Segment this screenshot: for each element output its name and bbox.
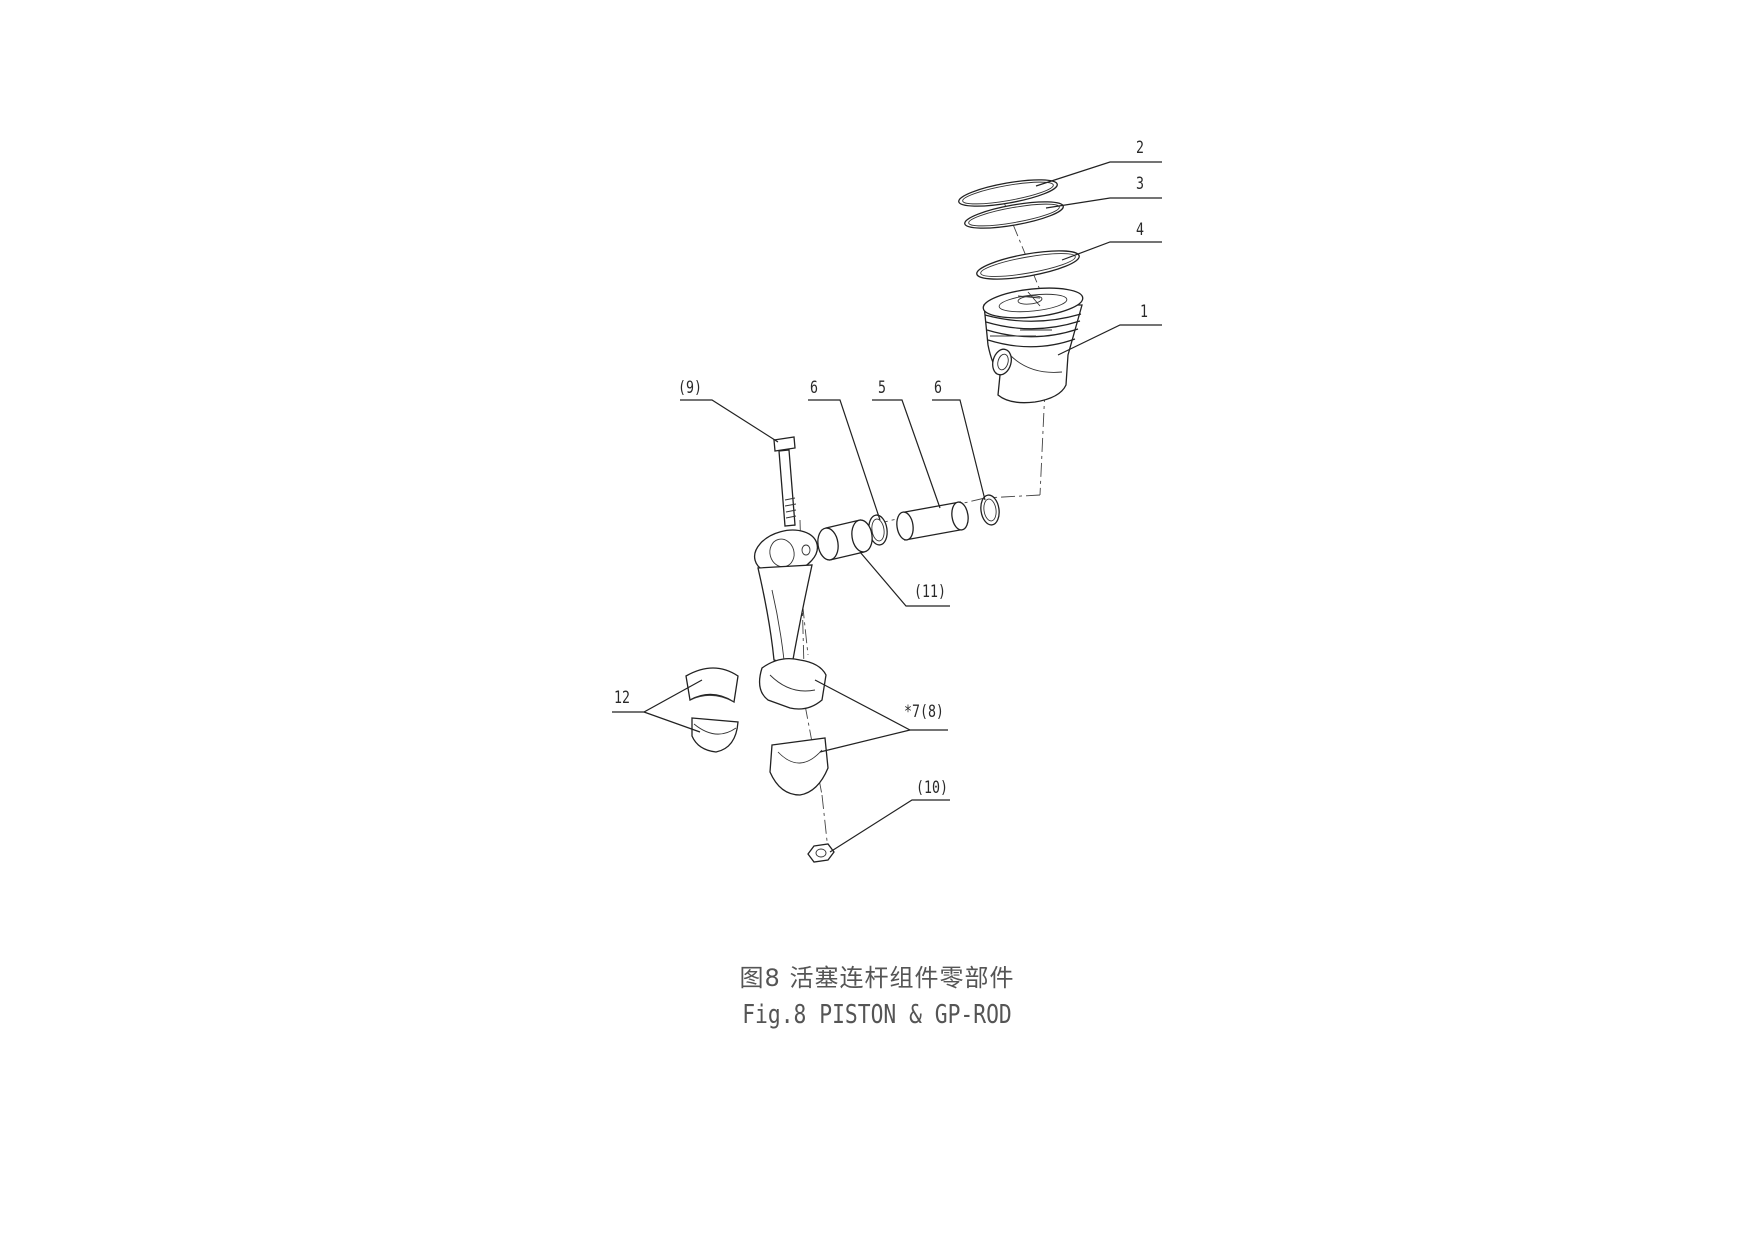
callout-1: 1 bbox=[1140, 302, 1148, 322]
callout-3: 3 bbox=[1136, 174, 1144, 194]
piston-ring-3 bbox=[964, 201, 1064, 229]
callout-6-right: 6 bbox=[934, 378, 942, 398]
callout-4: 4 bbox=[1136, 220, 1144, 240]
rod-nut bbox=[807, 843, 835, 863]
figure-caption-english: Fig.8 PISTON & GP-ROD bbox=[742, 1000, 1012, 1030]
callout-12: 12 bbox=[614, 688, 630, 708]
callout-11: (11) bbox=[914, 582, 946, 602]
rod-cap bbox=[769, 737, 829, 796]
figure-caption-chinese: 图8 活塞连杆组件零部件 bbox=[739, 964, 1015, 992]
callout-7-8: *7(8) bbox=[904, 702, 944, 722]
rod-bolt bbox=[773, 436, 797, 527]
callout-9: (9) bbox=[678, 378, 702, 398]
piston-pin bbox=[896, 501, 969, 541]
circlip-right bbox=[980, 494, 1000, 526]
callout-5: 5 bbox=[878, 378, 886, 398]
piston-ring-2 bbox=[958, 179, 1058, 207]
leader-lines bbox=[612, 161, 1162, 853]
callout-10: (10) bbox=[916, 778, 948, 798]
connecting-rod bbox=[753, 529, 827, 710]
bearing-shell-upper bbox=[685, 667, 739, 704]
callout-6-left: 6 bbox=[810, 378, 818, 398]
piston bbox=[982, 287, 1084, 404]
piston-ring-4 bbox=[976, 250, 1080, 280]
small-end-bushing bbox=[817, 519, 873, 561]
callout-2: 2 bbox=[1136, 138, 1144, 158]
bearing-shell-lower bbox=[691, 717, 739, 753]
